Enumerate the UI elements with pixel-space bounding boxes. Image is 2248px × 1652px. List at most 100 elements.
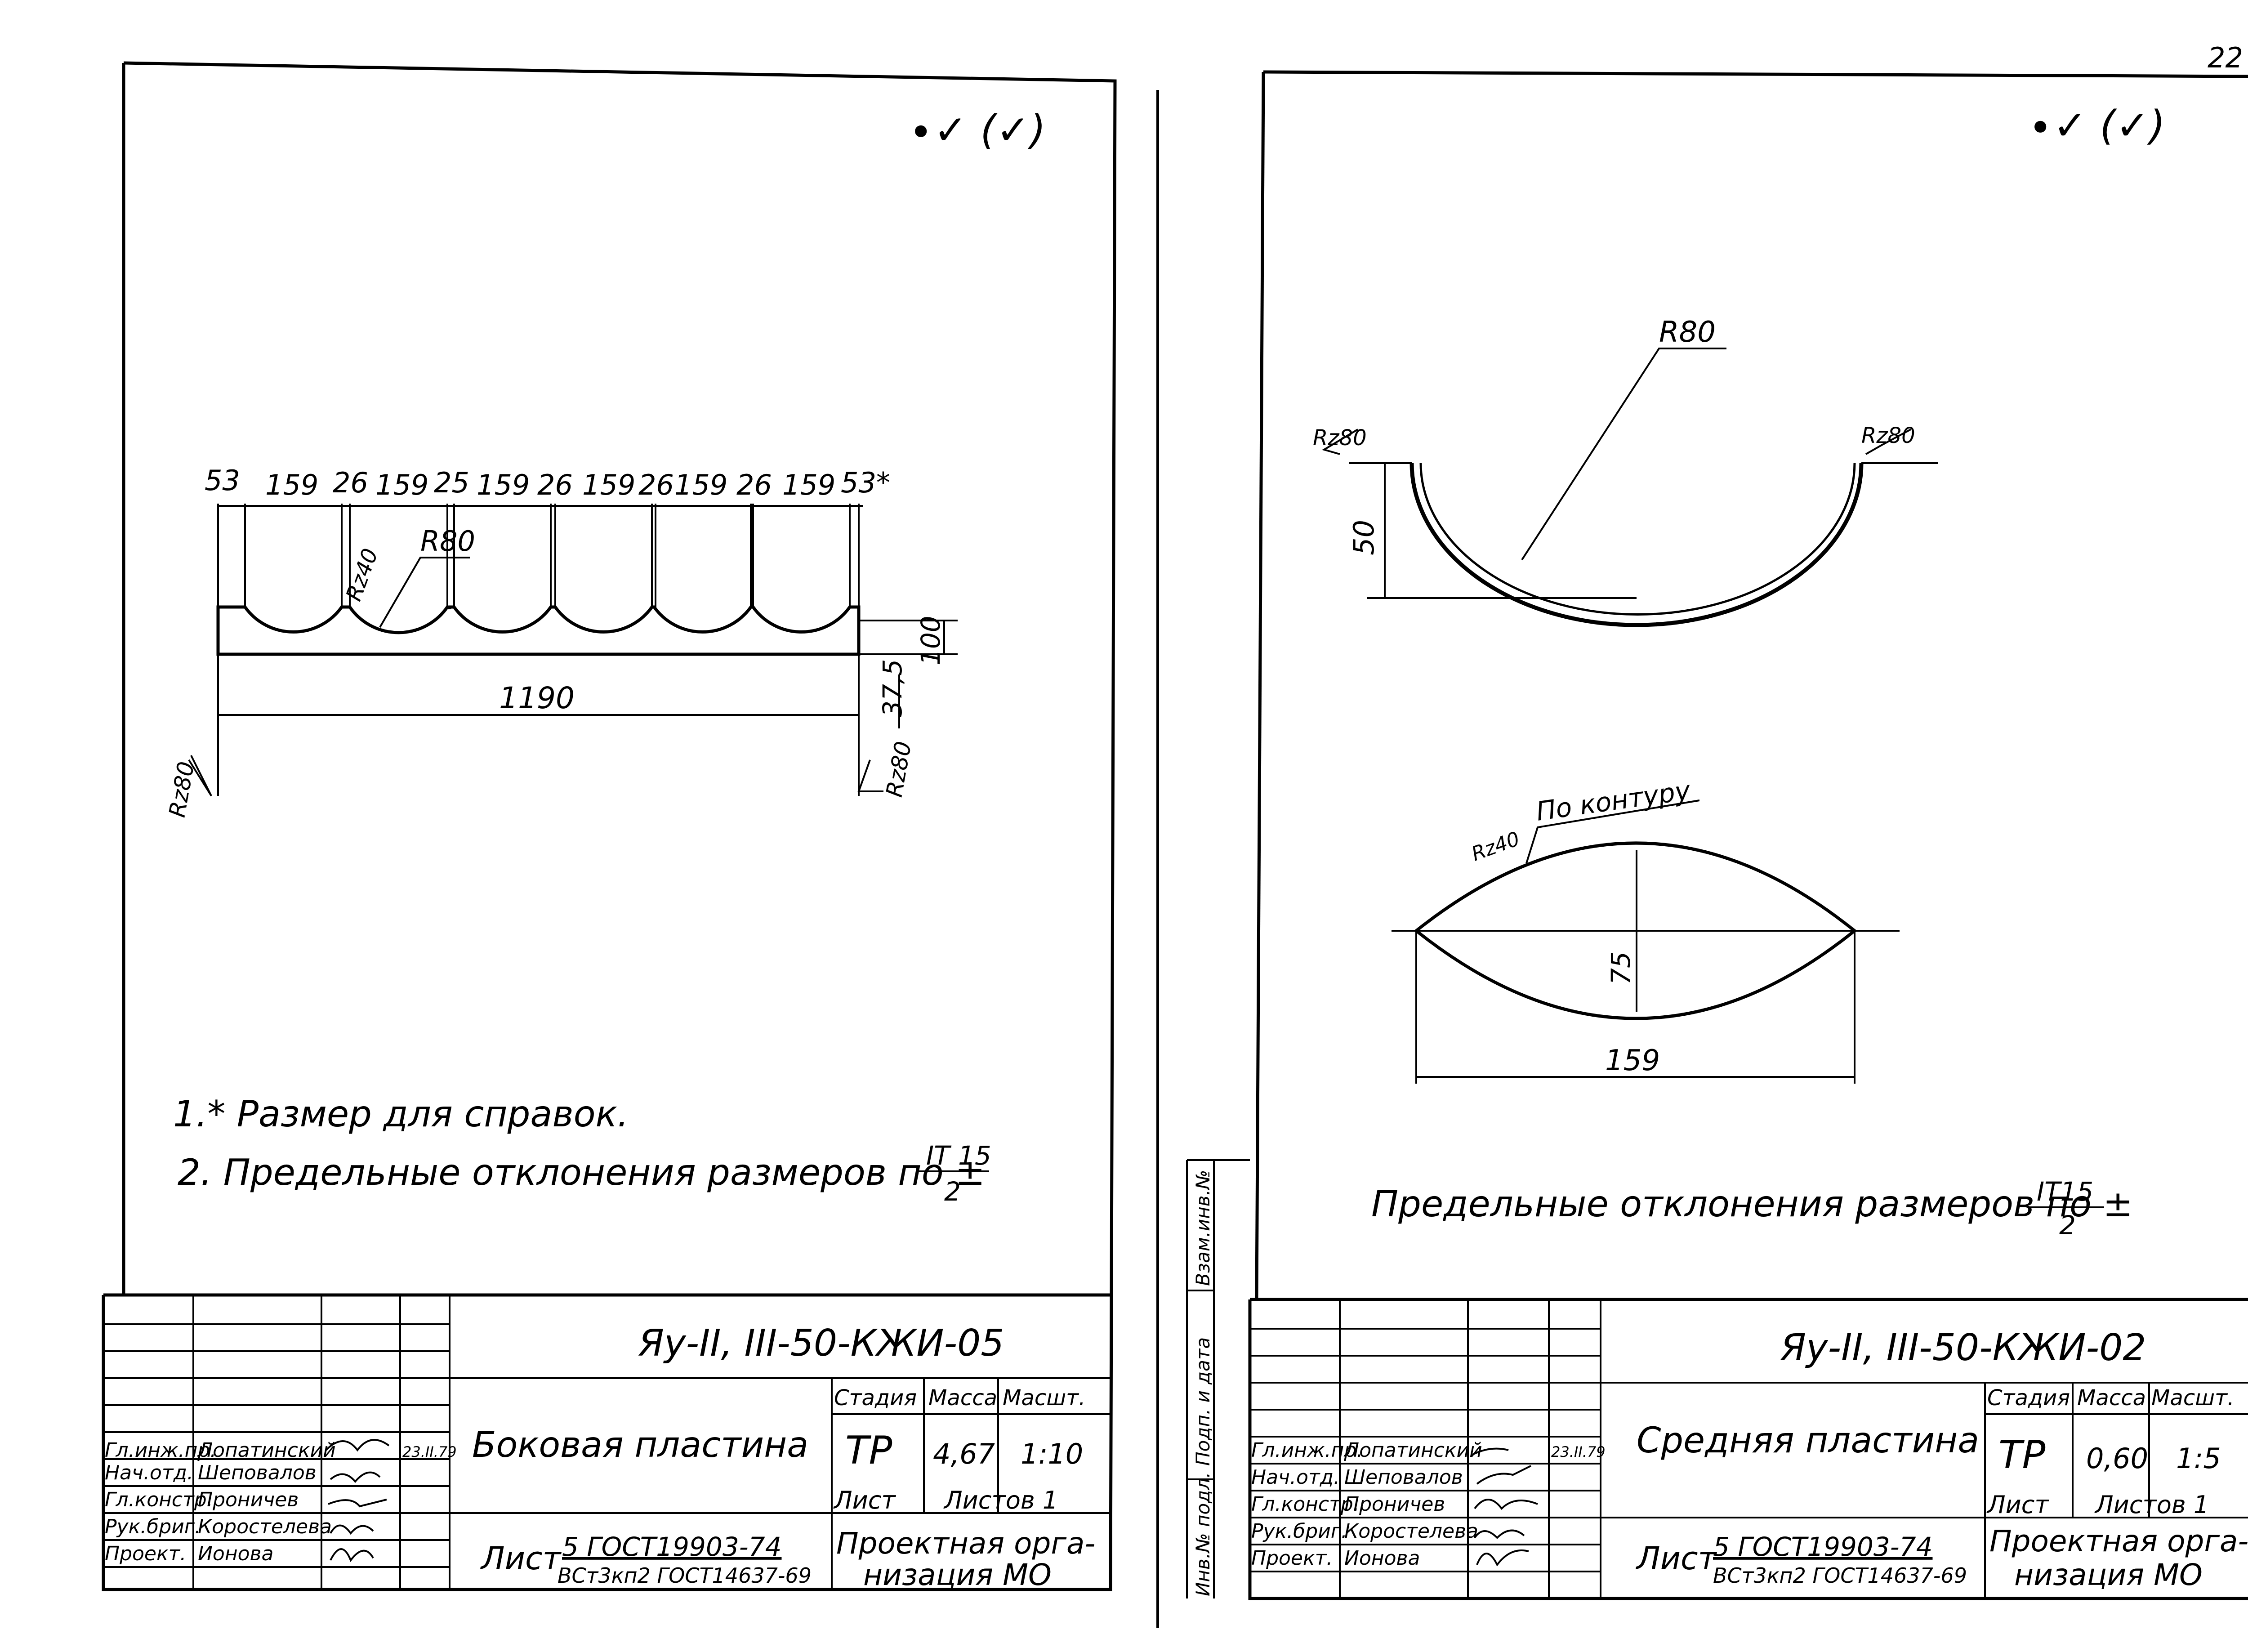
right-h-mass: Масса: [2077, 1385, 2146, 1411]
left-doc-code: Яу-II, III-50-КЖИ-05: [638, 1322, 1004, 1365]
rz-right-mark: [857, 759, 883, 792]
dim-label: 25: [434, 466, 469, 499]
right-rz-left-label: Rz80: [1313, 425, 1367, 451]
right-sheet: 22 ∙✓ (✓) 50 R80 Rz80 Rz80 75 159 По кон…: [1186, 41, 2248, 1600]
middle-plate-arc-inner: [1419, 463, 1856, 616]
left-sheet-label: Лист: [833, 1486, 896, 1514]
right-rz-right-mark: [1865, 429, 1911, 455]
right-roughness-mark: ∙✓ (✓): [2028, 102, 2165, 149]
right-tolerance-denominator: 2: [2059, 1210, 2076, 1241]
note-2: 2. Предельные отклонения размеров по ±: [178, 1152, 985, 1193]
left-date: 23.II.79: [402, 1443, 457, 1460]
left-signatures: [325, 1439, 390, 1563]
left-material-bottom: ВСт3кп2 ГОСТ14637-69: [558, 1563, 812, 1588]
right-date: 23.II.79: [1551, 1443, 1606, 1460]
right-scale: 1:5: [2176, 1442, 2221, 1475]
right-person: Лопатинский: [1343, 1439, 1482, 1462]
left-scale: 1:10: [1021, 1438, 1083, 1470]
dim-label: 159: [674, 469, 727, 501]
right-frame-side: [1255, 71, 1265, 1300]
dim-label: 159: [265, 469, 318, 501]
left-sheets-label: Листов 1: [943, 1486, 1058, 1514]
left-person: Проничев: [198, 1488, 299, 1511]
right-tolerance-numerator: IT15: [2037, 1176, 2093, 1207]
dim-label: 26: [333, 466, 368, 499]
height-label: 100: [915, 616, 946, 665]
tolerance-numerator: IT 15: [926, 1140, 991, 1171]
right-role: Гл.констр.: [1251, 1493, 1360, 1516]
right-stage: ТР: [1998, 1433, 2046, 1478]
right-person: Ионова: [1344, 1547, 1420, 1570]
right-title-block-grid: [1250, 1299, 2248, 1598]
tolerance-denominator: 2: [944, 1176, 961, 1207]
stamp-sign-date: Подп. и дата: [1192, 1337, 1214, 1466]
lens-width-dim: [1415, 931, 1855, 1084]
right-person: Проничев: [1344, 1493, 1445, 1516]
middle-plate-arc-outer: [1409, 463, 1864, 627]
right-mass: 0,60: [2086, 1442, 2148, 1475]
rz-left-mark: [188, 755, 212, 797]
left-frame: [102, 61, 1117, 1591]
left-h-scale: Масшт.: [1003, 1385, 1085, 1411]
right-h-scale: Масшт.: [2151, 1385, 2234, 1411]
length-dim: [217, 654, 860, 796]
side-stamp-grid: [1186, 1159, 1250, 1598]
note-1: 1.* Размер для справок.: [173, 1093, 629, 1135]
dim-label: 53*: [841, 466, 890, 499]
left-role: Рук.бриг.: [105, 1515, 201, 1538]
left-person: Лопатинский: [197, 1439, 336, 1462]
stamp-replaced-inv: Взам.инв.№: [1192, 1170, 1214, 1286]
left-roles: Гл.инж.пр. Нач.отд. Гл.констр. Рук.бриг.…: [105, 1439, 457, 1565]
left-org-line1: Проектная орга-: [836, 1526, 1095, 1561]
dim-label: 26: [736, 469, 772, 501]
left-h-mass: Масса: [928, 1385, 997, 1411]
right-radius-label: R80: [1659, 316, 1716, 349]
side-plate-top-dims: 53 159 26 159 25 159 26 159 26 159 26 15…: [205, 464, 890, 501]
left-role: Гл.инж.пр.: [105, 1439, 216, 1462]
right-org-line2: низация МО: [2014, 1558, 2203, 1592]
right-sheets-label: Листов 1: [2094, 1491, 2209, 1519]
radius-leader: [379, 557, 470, 628]
left-sheet: ∙✓ (✓) 53 159 26 159 25: [102, 61, 1117, 1592]
right-rz-right-label: Rz80: [1861, 423, 1915, 448]
right-material-prefix: Лист: [1635, 1540, 1717, 1577]
left-h-stage: Стадия: [834, 1385, 917, 1411]
left-title-block-grid: [103, 1295, 1111, 1589]
right-material-bottom: ВСт3кп2 ГОСТ14637-69: [1713, 1563, 1967, 1588]
left-role: Нач.отд.: [105, 1461, 193, 1484]
left-material-top: 5 ГОСТ19903-74: [562, 1531, 781, 1562]
dim-label: 26: [638, 469, 674, 501]
right-h-stage: Стадия: [1987, 1385, 2070, 1411]
right-org-line1: Проектная орга-: [1989, 1524, 2248, 1558]
right-doc-code: Яу-II, III-50-КЖИ-02: [1780, 1326, 2146, 1369]
contour-leader: [1525, 799, 1700, 864]
right-height-label: 50: [1347, 520, 1380, 555]
contour-label: По контуру: [1534, 775, 1692, 826]
radius-label: R80: [420, 525, 475, 558]
left-mass: 4,67: [933, 1438, 995, 1470]
rz-arc-label: Rz40: [341, 545, 384, 605]
page-number: 22: [2208, 41, 2243, 74]
right-sheet-label: Лист: [1986, 1491, 2049, 1519]
dim-label: 26: [537, 469, 573, 501]
side-plate-right-dims: [859, 620, 958, 728]
rz-left-label: Rz80: [164, 759, 200, 819]
length-label: 1190: [499, 681, 575, 715]
right-rz-left-mark: [1322, 429, 1359, 455]
contour-rz-label: Rz40: [1468, 827, 1522, 866]
left-person: Коростелева: [198, 1515, 332, 1538]
right-role: Гл.инж.пр.: [1251, 1439, 1363, 1462]
right-person: Коростелева: [1344, 1520, 1478, 1543]
dim-label: 159: [375, 469, 428, 501]
lens-height-label: 75: [1606, 951, 1636, 985]
left-role: Проект.: [105, 1542, 186, 1565]
right-role: Рук.бриг.: [1251, 1520, 1347, 1543]
left-part-name: Боковая пластина: [472, 1425, 808, 1465]
right-role: Нач.отд.: [1251, 1466, 1340, 1489]
left-person: Ионова: [198, 1542, 273, 1565]
depth-label: 37,5: [877, 659, 908, 717]
right-roles: Гл.инж.пр. Нач.отд. Гл.констр. Рук.бриг.…: [1251, 1439, 1606, 1570]
right-radius-leader: [1521, 348, 1726, 561]
right-signatures: [1472, 1447, 1538, 1567]
